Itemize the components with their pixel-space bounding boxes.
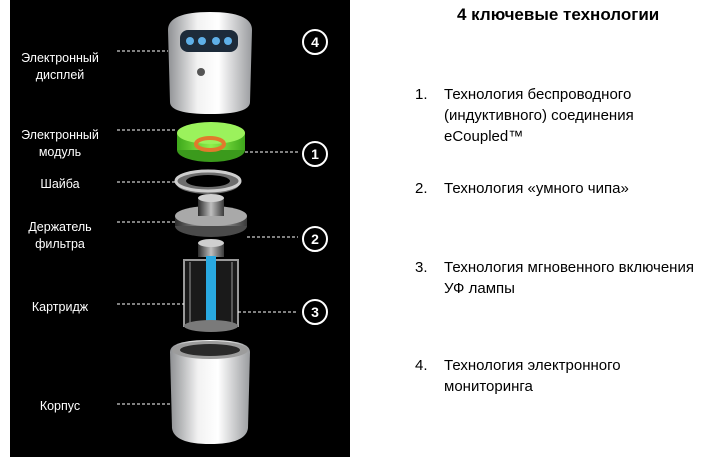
badge-2: 2 — [302, 226, 328, 252]
badge-1: 1 — [302, 141, 328, 167]
label-washer: Шайба — [40, 177, 80, 191]
technologies-title: 4 ключевые технологии — [457, 5, 660, 24]
electronic-module — [177, 122, 245, 162]
housing — [170, 340, 250, 444]
tech-number: 1. — [415, 86, 428, 103]
badge-3: 3 — [302, 299, 328, 325]
exploded-diagram-panel: Электронный дисплей Электронный модуль Ш… — [10, 0, 350, 457]
leader-lines-right — [238, 151, 298, 313]
display-unit — [168, 12, 252, 114]
label-cartridge: Картридж — [31, 300, 89, 314]
label-holder: Держатель фильтра — [28, 220, 92, 251]
tech-number: 4. — [415, 357, 428, 374]
washer — [174, 169, 242, 194]
tech-text: Технология беспроводного (индуктивного) … — [444, 86, 634, 145]
tech-text: Технология электронного мониторинга — [444, 357, 621, 395]
label-module: Электронный модуль — [21, 128, 99, 159]
tech-number: 3. — [415, 259, 428, 276]
tech-text: Технология мгновенного включения УФ ламп… — [444, 259, 694, 297]
product-illustration — [117, 12, 298, 444]
badge-4: 4 — [302, 29, 328, 55]
tech-text: Технология «умного чипа» — [444, 180, 629, 197]
label-body: Корпус — [39, 399, 81, 413]
cartridge — [183, 239, 239, 332]
filter-holder — [175, 194, 247, 237]
label-display: Электронный дисплей — [21, 51, 99, 82]
leader-lines-left — [117, 50, 184, 405]
tech-number: 2. — [415, 180, 428, 197]
